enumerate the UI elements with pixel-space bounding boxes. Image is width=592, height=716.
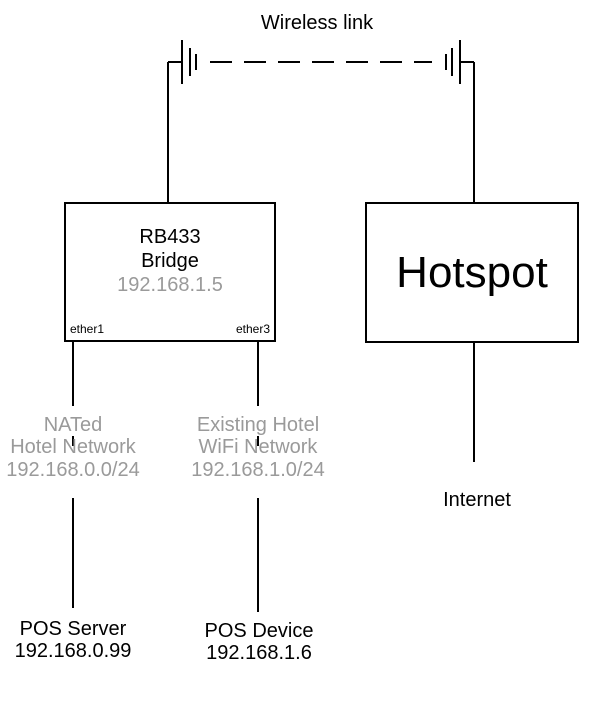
pos-device-name: POS Device	[204, 620, 314, 642]
pos-device-ip: 192.168.1.6	[206, 642, 312, 665]
bridge-port-ether3: ether3	[235, 322, 270, 336]
bridge-box: RB433 Bridge 192.168.1.5 ether1 ether3	[64, 202, 276, 342]
right-antenna-icon	[445, 40, 474, 84]
nated-network-subnet: 192.168.0.0/24	[6, 458, 140, 481]
hotspot-box: Hotspot	[365, 202, 579, 343]
wifi-network-subnet: 192.168.1.0/24	[191, 458, 325, 481]
wifi-network-line2: WiFi Network	[198, 436, 318, 459]
bridge-role: Bridge	[141, 250, 199, 272]
nated-network-line1: NATed	[43, 414, 103, 436]
nated-network-label: NATed Hotel Network 192.168.0.0/24	[0, 414, 146, 481]
bridge-port-ether1: ether1	[70, 322, 105, 336]
internet-label: Internet	[443, 489, 511, 511]
wireless-link-label: Wireless link	[260, 12, 374, 34]
left-antenna-icon	[168, 40, 197, 84]
bridge-model: RB433	[139, 226, 201, 248]
pos-server-label: POS Server 192.168.0.99	[0, 618, 146, 663]
wifi-network-line1: Existing Hotel	[196, 414, 320, 436]
hotspot-label: Hotspot	[396, 248, 548, 297]
bridge-ip: 192.168.1.5	[117, 274, 223, 296]
pos-server-ip: 192.168.0.99	[14, 640, 132, 663]
pos-device-label: POS Device 192.168.1.6	[168, 620, 350, 665]
nated-network-line2: Hotel Network	[10, 436, 136, 459]
pos-server-name: POS Server	[19, 618, 127, 640]
wifi-network-label: Existing Hotel WiFi Network 192.168.1.0/…	[158, 414, 358, 481]
